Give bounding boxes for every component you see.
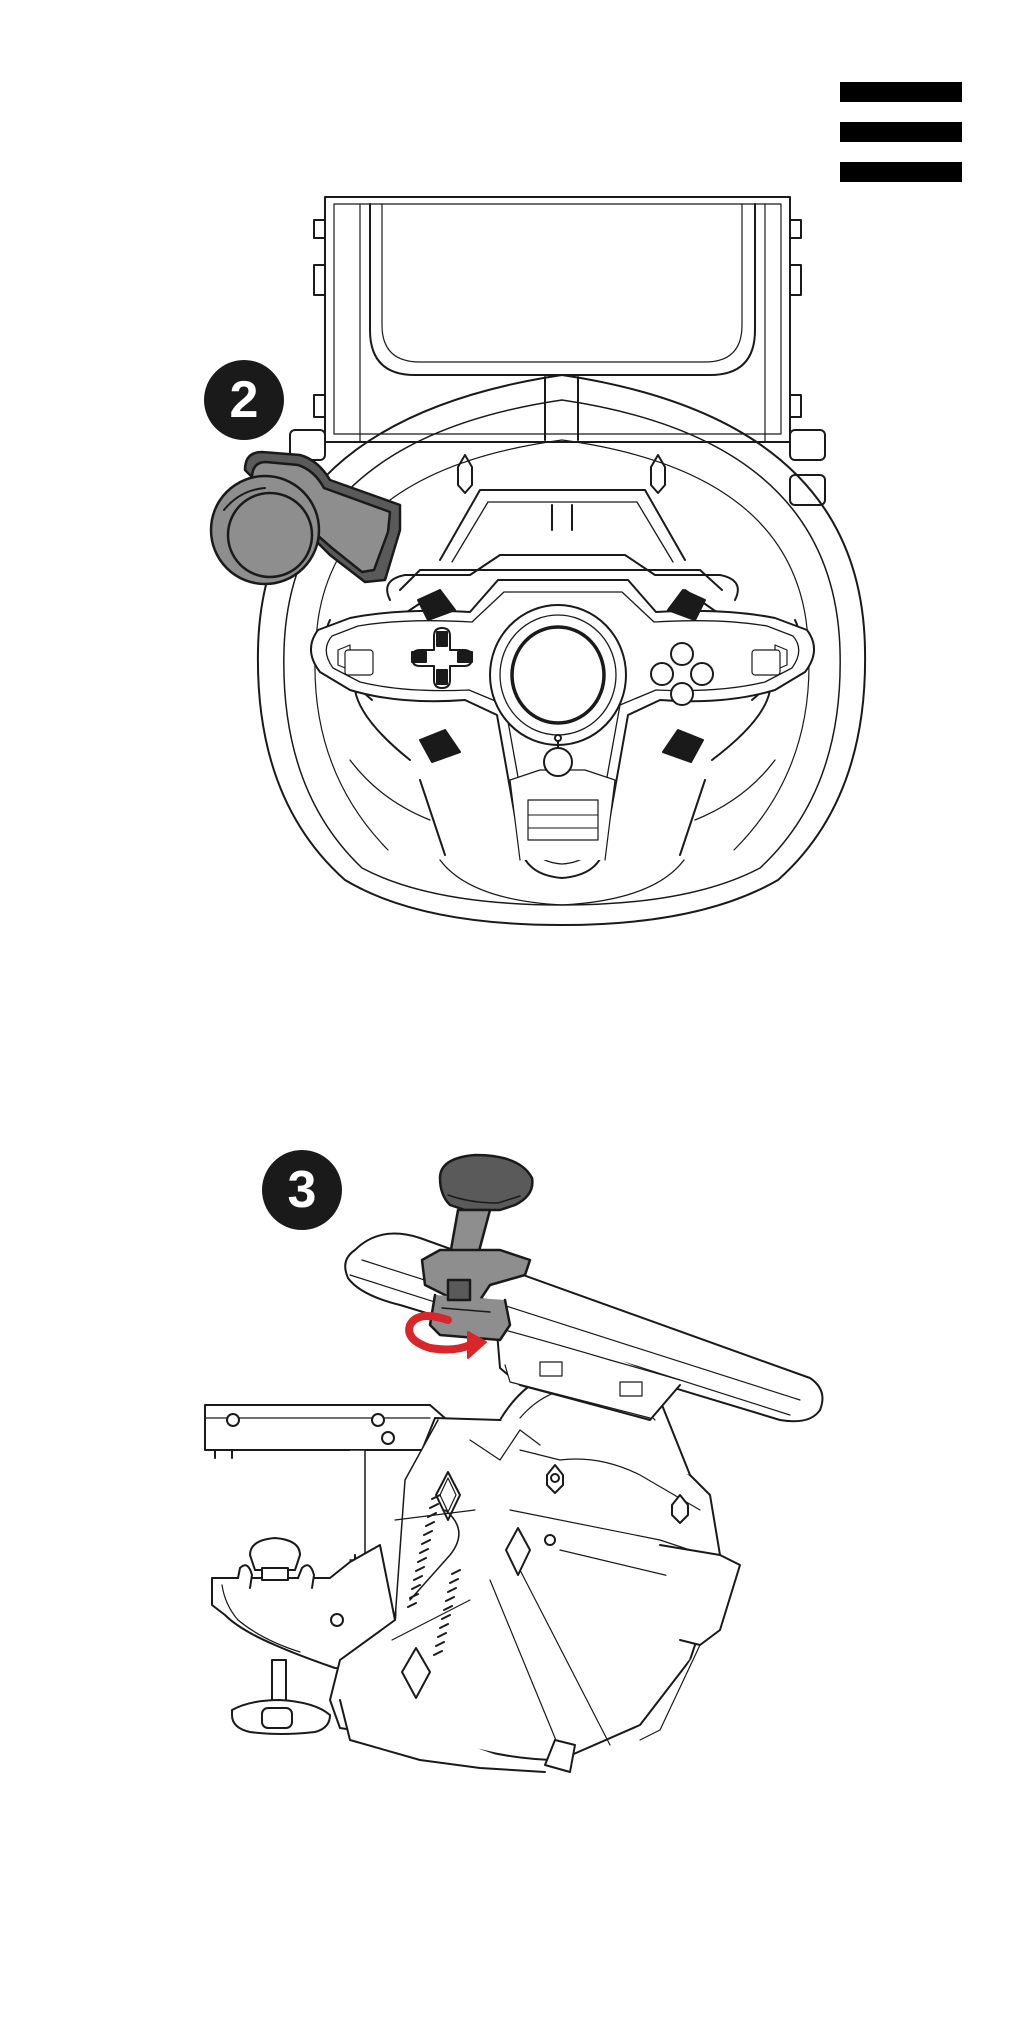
tilted-wheel-rim bbox=[345, 1234, 822, 1422]
wheel-front-view-illustration bbox=[0, 0, 1021, 960]
wheel-side-view-illustration bbox=[0, 1100, 1021, 1800]
screen-bracket bbox=[314, 197, 801, 442]
clamp-knob bbox=[211, 452, 400, 584]
step-3-badge: 3 bbox=[262, 1150, 342, 1230]
step-2-badge: 2 bbox=[204, 360, 284, 440]
